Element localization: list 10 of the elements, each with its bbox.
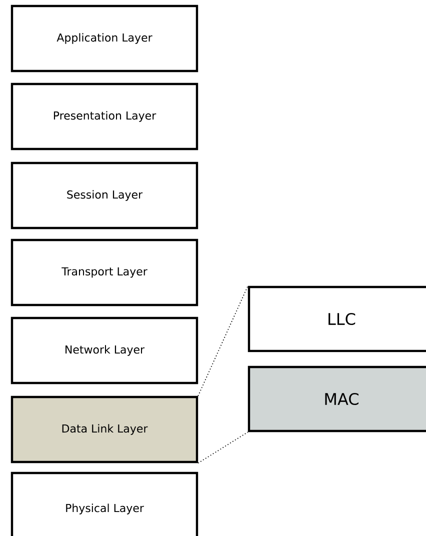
zoom-line [198, 285, 248, 396]
layer-box: Application Layer [10, 4, 198, 72]
layer-box: Data Link Layer [10, 396, 198, 464]
sublayer-box: LLC [248, 286, 426, 352]
layer-box: Network Layer [10, 316, 198, 384]
layer-box: Transport Layer [10, 238, 198, 306]
sublayer-box: MAC [248, 366, 426, 432]
layer-box: Physical Layer [10, 472, 198, 536]
layer-box: Presentation Layer [10, 82, 198, 150]
layer-box: Session Layer [10, 162, 198, 230]
